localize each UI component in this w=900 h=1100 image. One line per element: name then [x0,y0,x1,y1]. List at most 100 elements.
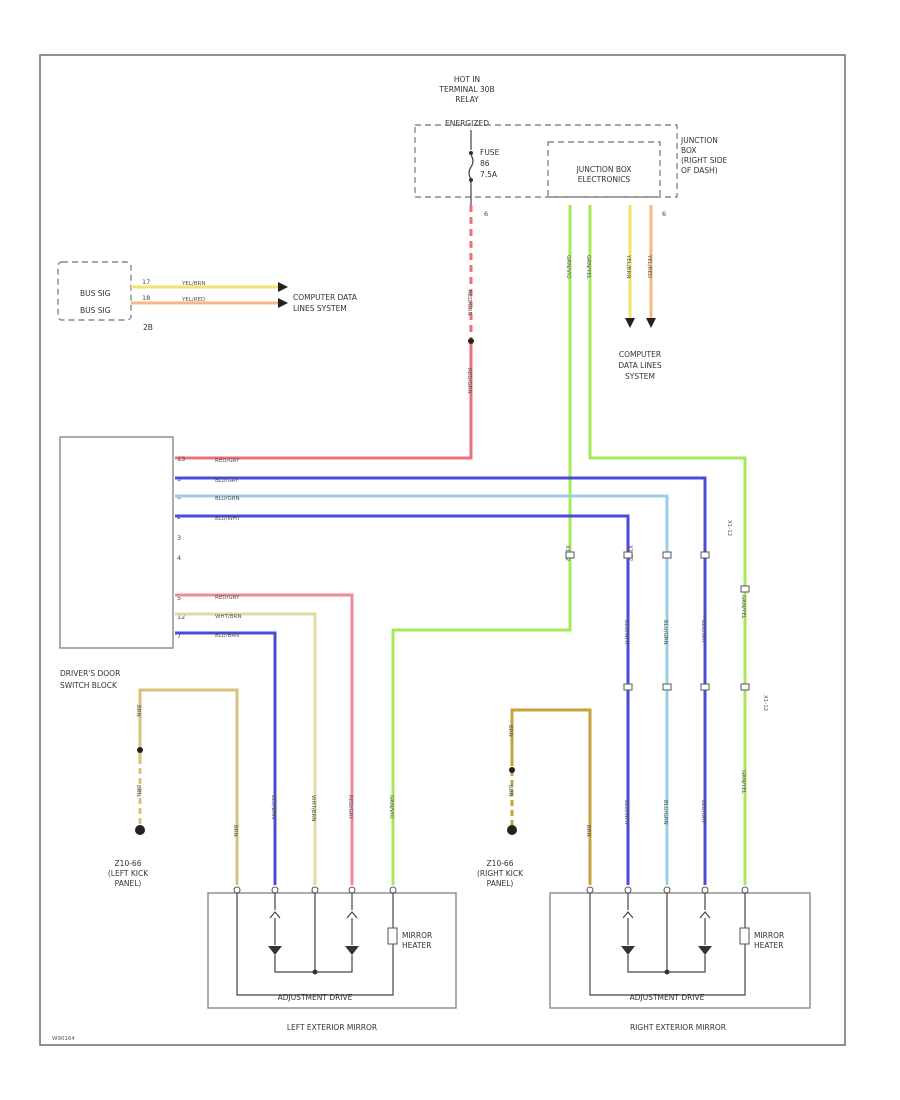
right-ground-label: BRN [507,785,513,797]
right-ground-label: BRN [585,825,591,837]
right-run-label: BLU/GRN [662,800,668,825]
left-heater-line1: MIRROR [402,931,432,940]
bus-signal-connector: BUS SIG BUS SIG 2B 17 18 [57,261,153,332]
right-exterior-mirror: 12345 MIRROR HEATER ADJUSTMENT DRIVE [549,886,811,1009]
blu-grn-wire [175,494,669,885]
fuse-label: FUSE [480,148,500,157]
green-wire-left-mirror [391,205,572,885]
right-heater-line1: MIRROR [754,931,784,940]
right-run-label: BLU/WHT [623,620,629,646]
bus-wire2-label: YEL/RED [181,297,205,303]
left-exterior-mirror: 12345 MIRROR HEATER ADJUSTMENT DRIVE [207,886,457,1009]
footer-code: W90164 [52,1036,75,1042]
left-drive-label: ADJUSTMENT DRIVE [278,993,353,1002]
right-run-label: BLU/GRY [700,620,706,644]
computer-data-right-line2: DATA LINES [618,361,661,370]
green-b-label: GRN/YEL [585,255,591,280]
right-run-label: GRN/YEL [740,770,746,795]
yellow-arrow-b [646,318,656,328]
bus-line1: BUS SIG [80,289,111,298]
red-gry-label: RED/GRY [215,458,240,464]
switch-block-line2: SWITCH BLOCK [60,681,118,690]
blu-grn-label: BLU/GRN [215,496,240,502]
bus-pin1: 17 [142,278,150,286]
wht-brn-wire [175,612,317,885]
fuse-number: 86 [480,159,490,168]
right-heater-line2: HEATER [754,941,783,950]
switch-pin: 5 [177,594,181,602]
left-ground-label: BRN [135,785,141,797]
left-ground-splice [137,747,143,753]
fuse-rating: 7.5A [480,170,498,179]
hot-in-line3: RELAY [455,95,479,104]
left-ground-line2: (LEFT KICK [108,869,149,878]
junction-box-electronics-outline [547,141,661,198]
left-mirror-title: LEFT EXTERIOR MIRROR [287,1023,377,1032]
right-run-label: GRN/YEL [740,595,746,620]
right-run-label: BLU/GRY [700,800,706,824]
yellow-b-label: YEL/RED [646,254,652,278]
right-mirror-title: RIGHT EXTERIOR MIRROR [630,1023,726,1032]
left-run-label: BLU/BRN [270,795,276,819]
switch-pin: 12 [177,613,185,621]
blu-brn-label: BLU/BRN [215,633,239,639]
green-a-label: GRN/VIO [565,255,571,279]
bus-wire1-label: YEL/BRN [181,281,205,287]
junction-box-line1: JUNCTION [680,136,718,145]
computer-data-left-line1: COMPUTER DATA [293,293,358,302]
right-ground-line3: PANEL) [487,879,514,888]
connector-ref: X1-12 [762,695,768,711]
right-run-label: BLU/WHT [623,800,629,826]
wht-brn-label: WHT/BRN [215,614,242,620]
blu-wht-label: BLU/WHT [215,516,241,522]
left-ground-line1: Z10-66 [115,859,142,868]
blu-wht-wire [175,514,630,885]
left-heater-line2: HEATER [402,941,431,950]
bus-pin2: 18 [142,294,150,302]
junction-box-outline [414,124,678,198]
red-gry-2-wire [175,593,354,885]
left-ground-line3: PANEL) [115,879,142,888]
left-ground-label: BRN [232,825,238,837]
right-ground-point [507,825,517,835]
green-wire-right-mirror [588,205,747,885]
blu-gry-label: BLU/GRY [215,478,239,484]
diagram-frame [39,54,846,1046]
connector-ref: X1-12 [726,520,732,536]
junction-box-line4: OF DASH) [681,166,718,175]
right-ground-line2: (RIGHT KICK [477,869,524,878]
left-ground-wire [138,688,239,885]
right-drive-label: ADJUSTMENT DRIVE [630,993,705,1002]
junction-box-line2: BOX [681,146,697,155]
hot-in-line2: TERMINAL 30B [438,85,494,94]
switch-pin: 7 [177,632,181,640]
computer-data-right-line1: COMPUTER [619,350,661,359]
fuse: FUSE 86 7.5A [468,130,500,205]
fuse-wire-splice [468,338,474,344]
hot-in-line1: HOT IN [454,75,480,84]
left-run-label: RED/GRY [347,795,353,820]
drivers-door-switch-block [59,436,174,649]
switch-block-pins: 13 1 8 2 3 4 5 12 7 [177,455,185,640]
yellow-arrow-a [625,318,635,328]
junction-box-electronics-line1: JUNCTION BOX [576,165,632,174]
switch-pin: 3 [177,534,181,542]
fuse-wire [175,344,473,460]
blu-brn-wire [175,631,277,885]
switch-block-line1: DRIVER'S DOOR [60,669,120,678]
yellow-a-label: YEL/BRN [625,254,631,278]
blu-gry-wire [175,476,707,885]
right-ground-wire [510,708,592,885]
right-ground-label: BRN [507,725,513,737]
right-ground-splice [509,767,515,773]
computer-data-right-line3: SYSTEM [625,372,655,381]
bus-line2: BUS SIG [80,306,111,315]
junction-box-line3: (RIGHT SIDE [681,156,728,165]
switch-pin: 4 [177,554,181,562]
red-gry-2-label: RED/GRY [215,595,240,601]
switch-pin: 13 [177,455,185,463]
junction-pin-fuse: 6 [484,210,488,218]
computer-data-left-line2: LINES SYSTEM [293,304,347,313]
hot-in-line4: ENERGIZED [445,119,489,128]
